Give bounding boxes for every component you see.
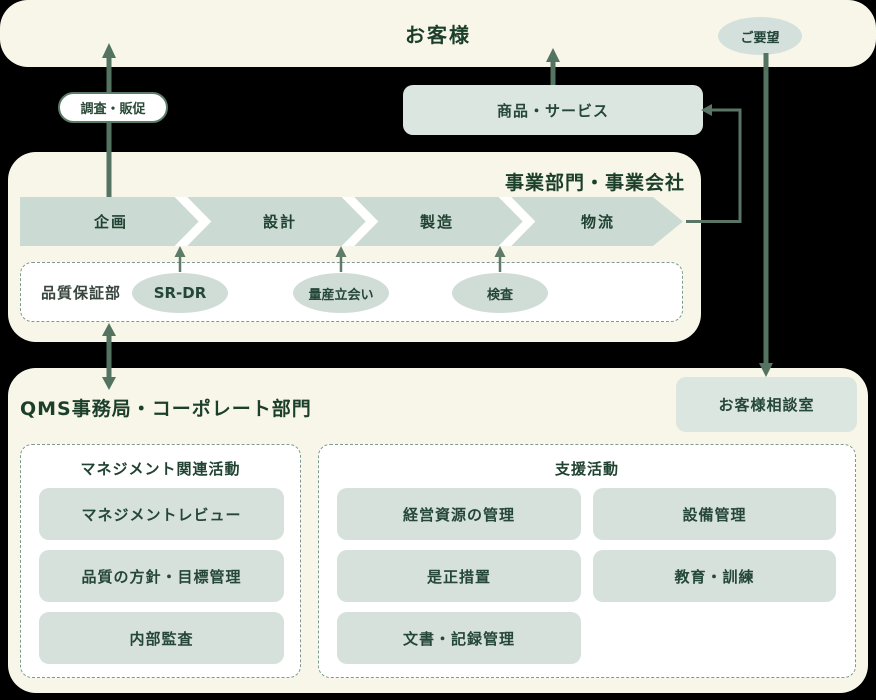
qa-activity-mass-production-witness: 量産立会い	[293, 273, 389, 313]
customer-bar: お客様 ご要望	[0, 0, 876, 67]
arrow-down-request-to-office-icon	[759, 53, 773, 377]
customer-request-ellipse: ご要望	[718, 17, 802, 55]
customer-title: お客様	[405, 23, 471, 47]
support-activities-box: 支援活動 経営資源の管理 設備管理 是正措置 教育・訓練 文書・記録管理	[318, 444, 856, 678]
qms-section: QMS事務局・コーポレート部門 お客様相談室 マネジメント関連活動 マネジメント…	[8, 368, 868, 693]
chevron-separator-icon	[341, 197, 379, 246]
quality-policy-goal-box: 品質の方針・目標管理	[39, 550, 284, 602]
internal-audit-box: 内部監査	[39, 612, 284, 664]
quality-assurance-label: 品質保証部	[41, 283, 122, 302]
survey-promotion-pill: 調査・販促	[58, 92, 168, 123]
process-step-planning: 企画	[93, 213, 128, 231]
business-section: 事業部門・事業会社 企画 設計 製造 物流 品質保証部 SR-DR 量産立会い …	[8, 152, 701, 342]
document-record-management-box: 文書・記録管理	[337, 612, 581, 664]
education-training-box: 教育・訓練	[593, 550, 836, 602]
process-step-logistics: 物流	[580, 213, 615, 231]
customer-consultation-office-box: お客様相談室	[676, 377, 857, 432]
chevron-separator-icon	[498, 197, 536, 246]
management-review-box: マネジメントレビュー	[39, 488, 284, 540]
process-step-design: 設計	[262, 213, 297, 231]
qa-activity-inspection: 検査	[452, 273, 548, 313]
process-arrow-band	[20, 197, 683, 246]
equipment-management-box: 設備管理	[593, 488, 836, 540]
management-activities-box: マネジメント関連活動 マネジメントレビュー 品質の方針・目標管理 内部監査	[20, 444, 301, 678]
business-section-title: 事業部門・事業会社	[504, 172, 685, 194]
process-step-manufacturing: 製造	[419, 213, 454, 231]
qms-section-title: QMS事務局・コーポレート部門	[20, 398, 312, 420]
products-services-box: 商品・サービス	[403, 85, 703, 135]
management-activities-title: マネジメント関連活動	[80, 460, 241, 478]
support-activities-title: 支援活動	[554, 460, 619, 478]
qa-activity-srdr: SR-DR	[132, 273, 228, 313]
chevron-separator-icon	[174, 197, 212, 246]
corrective-action-box: 是正措置	[337, 550, 581, 602]
management-resources-box: 経営資源の管理	[337, 488, 581, 540]
